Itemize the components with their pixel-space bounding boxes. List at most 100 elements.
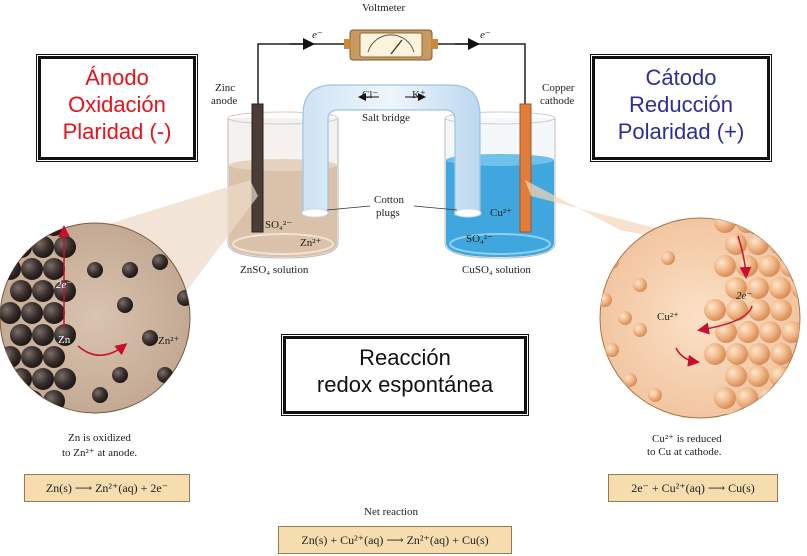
cathode-callout-line2: Reducción — [629, 91, 733, 117]
zinc-atom — [21, 390, 43, 412]
copper-atom — [726, 299, 748, 321]
zinc-ion — [117, 297, 133, 313]
copper-atom — [714, 218, 736, 233]
right-caption-2: to Cu at cathode. — [647, 446, 722, 458]
right-solution-label: CuSO₄ solution — [462, 264, 531, 276]
left-zoom-electrons: 2e⁻ — [56, 279, 73, 291]
cathode-callout: Cátodo Reducción Polaridad (+) — [592, 56, 770, 160]
left-ion-zinc: Zn²⁺ — [300, 237, 322, 249]
cotton-plugs-label-1: Cotton — [374, 194, 404, 206]
left-zoom-metal: Zn — [58, 334, 71, 346]
zinc-atom — [0, 346, 21, 368]
zinc-atom — [21, 258, 43, 280]
copper-atom — [769, 277, 791, 299]
copper-atom — [769, 409, 791, 418]
copper-atom — [769, 233, 791, 255]
copper-atom — [725, 365, 747, 387]
zinc-atom — [21, 302, 43, 324]
voltmeter-label: Voltmeter — [362, 2, 406, 14]
copper-ion — [600, 293, 612, 307]
anode-callout-line2: Oxidación — [68, 91, 166, 117]
zinc-ion — [152, 254, 168, 270]
copper-atom — [770, 299, 792, 321]
copper-atom — [704, 343, 726, 365]
zinc-atom — [54, 280, 76, 302]
right-zoom-electrons: 2e⁻ — [736, 290, 753, 302]
zinc-atom — [21, 346, 43, 368]
electron-left-label: e⁻ — [312, 29, 323, 41]
right-caption-1: Cu²⁺ is reduced — [652, 433, 722, 445]
left-zoom-ion: Zn²⁺ — [158, 335, 180, 347]
copper-cathode-rod — [519, 103, 532, 233]
copper-atom — [747, 409, 769, 418]
zinc-anode-rod — [251, 103, 264, 233]
copper-atom — [770, 343, 792, 365]
copper-ion — [648, 388, 662, 402]
zinc-ion — [112, 367, 128, 383]
zinc-ion — [122, 262, 138, 278]
copper-atom — [791, 365, 800, 387]
copper-atom — [780, 387, 800, 409]
voltmeter-icon — [344, 29, 438, 61]
copper-atom — [781, 321, 800, 343]
right-ion-sulfate: SO₄²⁻ — [466, 233, 494, 245]
copper-atom — [748, 299, 770, 321]
copper-atom — [780, 218, 800, 233]
zinc-atom — [21, 223, 43, 236]
zinc-atom — [43, 302, 65, 324]
copper-cathode-label-1: Copper — [542, 82, 575, 94]
zinc-atom — [32, 368, 54, 390]
zinc-ion — [177, 290, 190, 306]
zinc-ion — [157, 367, 173, 383]
left-caption-2: to Zn²⁺ at anode. — [62, 447, 138, 459]
copper-ion — [605, 343, 619, 357]
left-ion-sulfate: SO₄²⁻ — [265, 219, 293, 231]
zinc-atom — [32, 280, 54, 302]
copper-atom — [758, 218, 780, 233]
copper-atom — [725, 233, 747, 255]
zinc-anode-label-1: Zinc — [215, 82, 236, 94]
left-caption-1: Zn is oxidized — [68, 432, 131, 444]
salt-bridge — [301, 84, 482, 218]
net-reaction-title: Net reaction — [364, 506, 419, 518]
zinc-atom — [43, 346, 65, 368]
cathode-half-reaction: 2e⁻ + Cu²⁺(aq) ⟶ Cu(s) — [608, 474, 778, 502]
copper-atom — [780, 255, 800, 277]
zinc-ion — [142, 330, 158, 346]
copper-cathode-label-2: cathode — [540, 95, 575, 107]
redox-callout: Reacción redox espontánea — [283, 336, 527, 414]
copper-atom — [714, 387, 736, 409]
zinc-atom — [32, 236, 54, 258]
zinc-atom — [43, 390, 65, 412]
anode-callout-line3: Plaridad (-) — [62, 118, 172, 144]
anode-half-reaction: Zn(s) ⟶ Zn²⁺(aq) + 2e⁻ — [24, 474, 190, 502]
zinc-atom — [54, 236, 76, 258]
right-ion-copper: Cu²⁺ — [490, 207, 512, 219]
zinc-anode-label-2: anode — [211, 95, 238, 107]
copper-ion — [600, 388, 607, 402]
zinc-ion — [92, 387, 108, 403]
zinc-atom — [0, 258, 21, 280]
copper-atom — [737, 321, 759, 343]
cotton-plugs-label-2: plugs — [376, 207, 400, 219]
zinc-ion — [87, 262, 103, 278]
copper-ion — [633, 323, 647, 337]
copper-atom — [748, 343, 770, 365]
zinc-atom — [10, 324, 32, 346]
copper-atom — [736, 255, 758, 277]
zinc-atom — [10, 236, 32, 258]
copper-ion — [661, 251, 675, 265]
zinc-atom — [54, 324, 76, 346]
copper-atom — [747, 277, 769, 299]
anode-callout-line1: Ánodo — [85, 65, 149, 90]
salt-bridge-anion: Cl⁻ — [362, 89, 379, 101]
zinc-atom — [54, 368, 76, 390]
copper-atom — [704, 299, 726, 321]
copper-atom — [725, 409, 747, 418]
right-zoom-ion: Cu²⁺ — [657, 311, 679, 323]
external-wire — [257, 38, 526, 104]
copper-atom — [791, 409, 800, 418]
redox-callout-line2: redox espontánea — [316, 371, 494, 397]
cathode-callout-line3: Polaridad (+) — [617, 118, 745, 144]
